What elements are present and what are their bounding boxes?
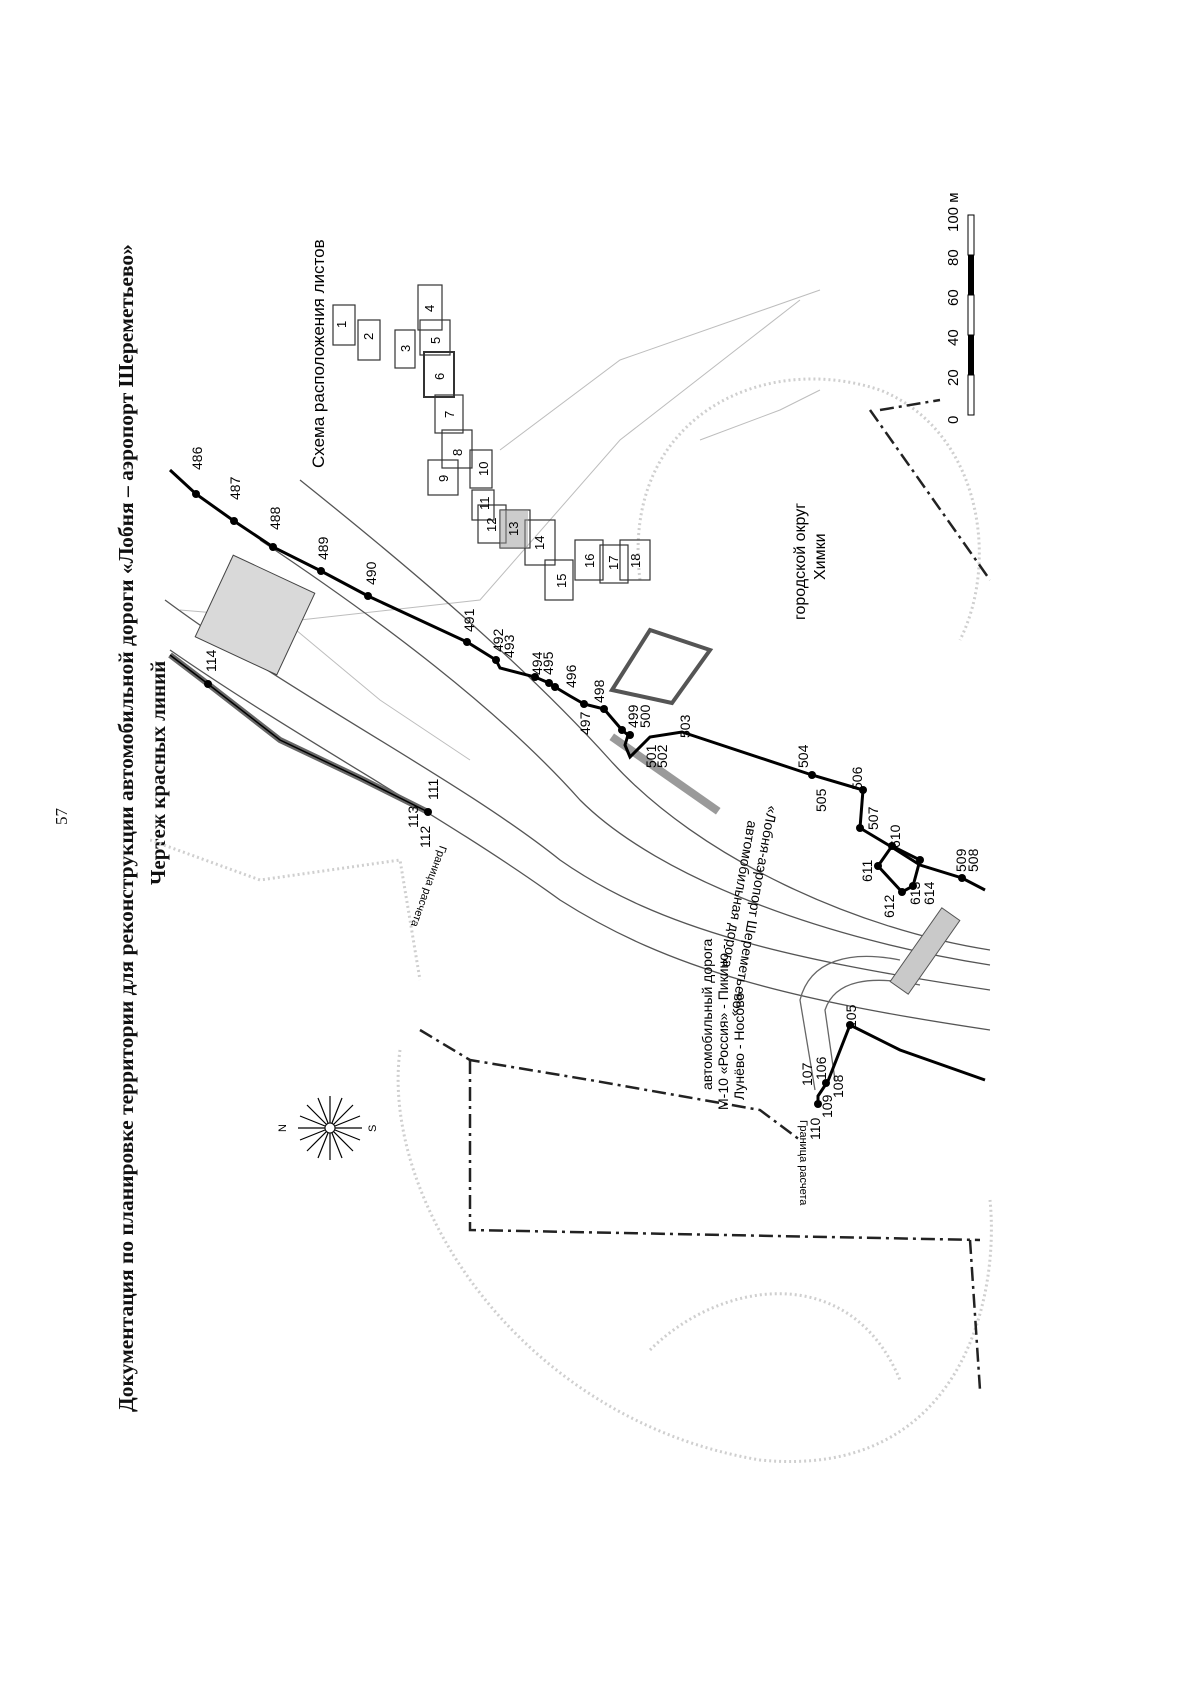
road-edges [164,479,991,1031]
pt-113: 113 [405,805,421,828]
sheet-3: 3 [398,345,413,352]
pt-496: 496 [563,664,579,688]
pt-109: 109 [819,1094,835,1118]
sheet-8: 8 [450,449,465,456]
pt-492: 492 [490,628,506,652]
pt-488: 488 [267,506,283,530]
red-lines-map: 486 487 488 489 490 491 492 493 494 495 … [150,192,993,1463]
terrain-background [150,377,993,1463]
scale-tick-0: 0 [945,416,962,424]
red-line-upper [168,468,986,892]
compass-n: N [277,1124,289,1132]
pt-108: 108 [830,1074,846,1098]
pt-114: 114 [203,649,219,672]
pt-105: 105 [843,1004,859,1028]
sheet-6: 6 [432,373,447,380]
sheet-11: 11 [477,497,492,511]
sheet-13: 13 [506,522,521,536]
pt-503: 503 [677,714,693,738]
pt-499: 499 [625,704,641,728]
page-number: 57 [52,808,71,825]
pt-495: 495 [540,651,556,675]
pt-110: 110 [807,1117,823,1140]
pt-498: 498 [591,679,607,703]
pt-509: 509 [953,848,969,872]
red-line-lower [816,1022,986,1104]
pt-486: 486 [189,446,205,470]
pt-508: 508 [965,848,981,872]
boundary-label-1: Граница расчета [408,844,449,929]
pt-505: 505 [813,788,829,812]
sheet-10: 10 [476,462,491,476]
inner-polygon [876,844,922,894]
district-boundary [419,398,992,1391]
pt-493: 493 [501,634,517,658]
sheet-15: 15 [554,574,569,588]
point-labels: 486 487 488 489 490 491 492 493 494 495 … [189,446,981,1140]
pt-490: 490 [363,561,379,585]
pt-614: 614 [921,881,937,905]
boundary-label-2: Граница расчета [797,1120,809,1206]
scale-tick-60: 60 [945,289,962,306]
red-line-loop [608,627,714,706]
pt-507: 507 [865,806,881,830]
pt-504: 504 [795,744,811,768]
scale-tick-40: 40 [945,329,962,346]
scale-tick-100: 100 м [945,192,962,232]
sheet-9: 9 [436,475,451,482]
scale-bar: 0 20 40 60 80 100 м [945,192,975,424]
district-label-1: городской округ [792,503,809,620]
pt-111: 111 [425,779,441,800]
hatched-areas [194,554,961,995]
sheet-12: 12 [484,518,499,532]
sheet-boxes [332,284,651,601]
compass-s: S [367,1125,379,1132]
pt-487: 487 [227,476,243,500]
sheet-7: 7 [442,411,457,418]
scale-tick-20: 20 [945,369,962,386]
red-line-left-core [169,654,429,813]
pt-610: 610 [887,824,903,848]
compass-rose-icon: N S [277,1096,379,1160]
scale-tick-80: 80 [945,249,962,266]
pt-613: 613 [907,881,923,905]
document-title: Документация по планировке территории дл… [114,244,138,1412]
pt-489: 489 [315,536,331,560]
pt-491: 491 [461,608,477,632]
pt-611: 611 [859,859,875,882]
sheet-layout-scheme: Схема расположения листов 1 2 3 [309,239,651,601]
pt-494: 494 [529,651,545,675]
pt-612: 612 [881,894,897,918]
pt-497: 497 [577,711,593,735]
road-m10-label-3: Лунёво - Носово [731,993,747,1100]
pt-500: 500 [637,704,653,728]
sheet-1: 1 [334,321,349,328]
sheet-14: 14 [532,536,547,550]
boundary-points [192,490,966,1108]
pt-506: 506 [849,766,865,790]
pt-501: 501 [643,744,659,768]
pt-106: 106 [813,1056,829,1080]
sheet-scheme-title: Схема расположения листов [309,239,328,468]
pt-502: 502 [654,744,670,768]
road-m10-label-1: автомобильный дорога [699,939,715,1091]
sheet-18: 18 [628,554,643,568]
road-m10-label-2: М-10 «Россия» - Пикино - [715,944,731,1110]
sheet-16: 16 [582,554,597,568]
sheet-5: 5 [428,337,443,344]
sheet-17: 17 [606,556,621,570]
district-label-2: Химки [812,533,829,580]
sheet-4: 4 [422,305,437,312]
sheet-2: 2 [361,333,376,340]
pt-107: 107 [799,1062,815,1086]
pt-112: 112 [417,825,433,848]
